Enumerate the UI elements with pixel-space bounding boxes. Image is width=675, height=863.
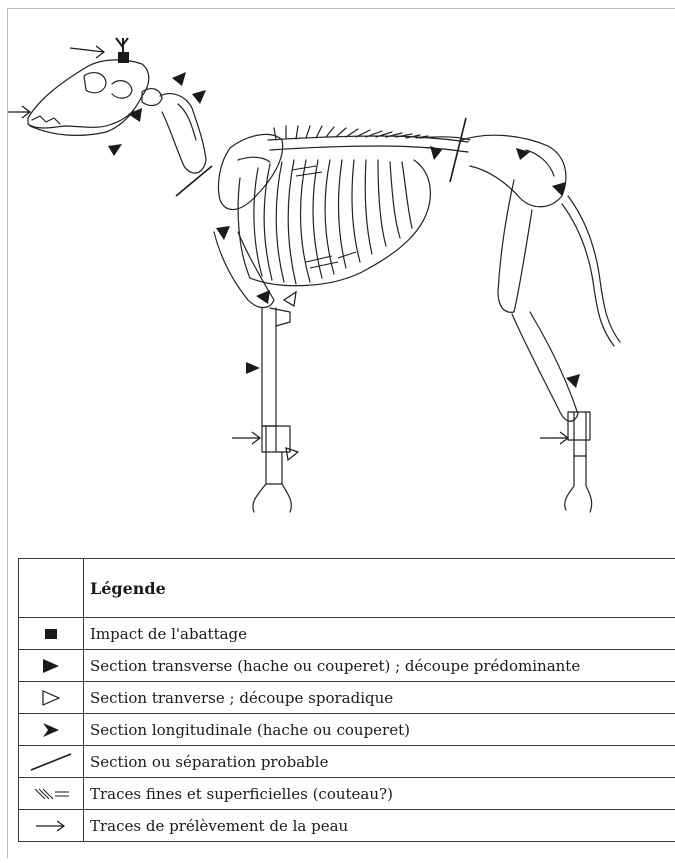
legend-label: Traces de prélèvement de la peau [84,810,675,842]
cervical-vertebrae [160,94,206,173]
triangle-filled-icon [19,650,84,682]
abattage-impact-mark [118,52,129,63]
legend-label: Impact de l'abattage [84,618,675,650]
skull-eye-orbit [84,73,106,93]
sporadic-section-marks [284,292,298,460]
ribs [254,160,412,284]
radius-ulna [262,308,276,426]
fore-phalanges [253,484,291,512]
fine-cut-marks [292,166,356,268]
legend-row: Section ou séparation probable [19,746,675,778]
skin-removal-arrows [8,46,568,444]
legend-label: Section longitudinale (hache ou couperet… [84,714,675,746]
legend-table: Légende Impact de l'abattage Section tra… [18,558,675,842]
scapula [218,134,282,209]
hind-phalanges [565,456,592,512]
legend-label: Section ou séparation probable [84,746,675,778]
legend-row: Section longitudinale (hache ou couperet… [19,714,675,746]
square-filled-icon [19,618,84,650]
legend-symbol-header [19,559,84,618]
femur [498,180,532,312]
legend-label: Section tranverse ; découpe sporadique [84,682,675,714]
arrowhead-notched-icon [19,714,84,746]
transverse-section-marks [108,72,580,388]
slash-line-icon [19,746,84,778]
arrow-icon [19,810,84,842]
tail [568,196,620,342]
triangle-outline-icon [19,682,84,714]
tibia [512,312,578,421]
fine-lines-icon [19,778,84,810]
skeleton-diagram [0,0,675,555]
legend-row: Section tranverse ; découpe sporadique [19,682,675,714]
legend-row: Impact de l'abattage [19,618,675,650]
probable-separation-marks [176,118,466,196]
pelvis [462,135,566,207]
legend-row: Traces fines et superficielles (couteau?… [19,778,675,810]
legend-row: Traces de prélèvement de la peau [19,810,675,842]
legend-title: Légende [84,559,675,618]
butchery-marks [8,38,580,460]
legend-label: Section transverse (hache ou couperet) ;… [84,650,675,682]
legend-row: Section transverse (hache ou couperet) ;… [19,650,675,682]
skull-lower-jaw [30,110,134,135]
fore-metacarpal [266,452,282,484]
legend-label: Traces fines et superficielles (couteau?… [84,778,675,810]
